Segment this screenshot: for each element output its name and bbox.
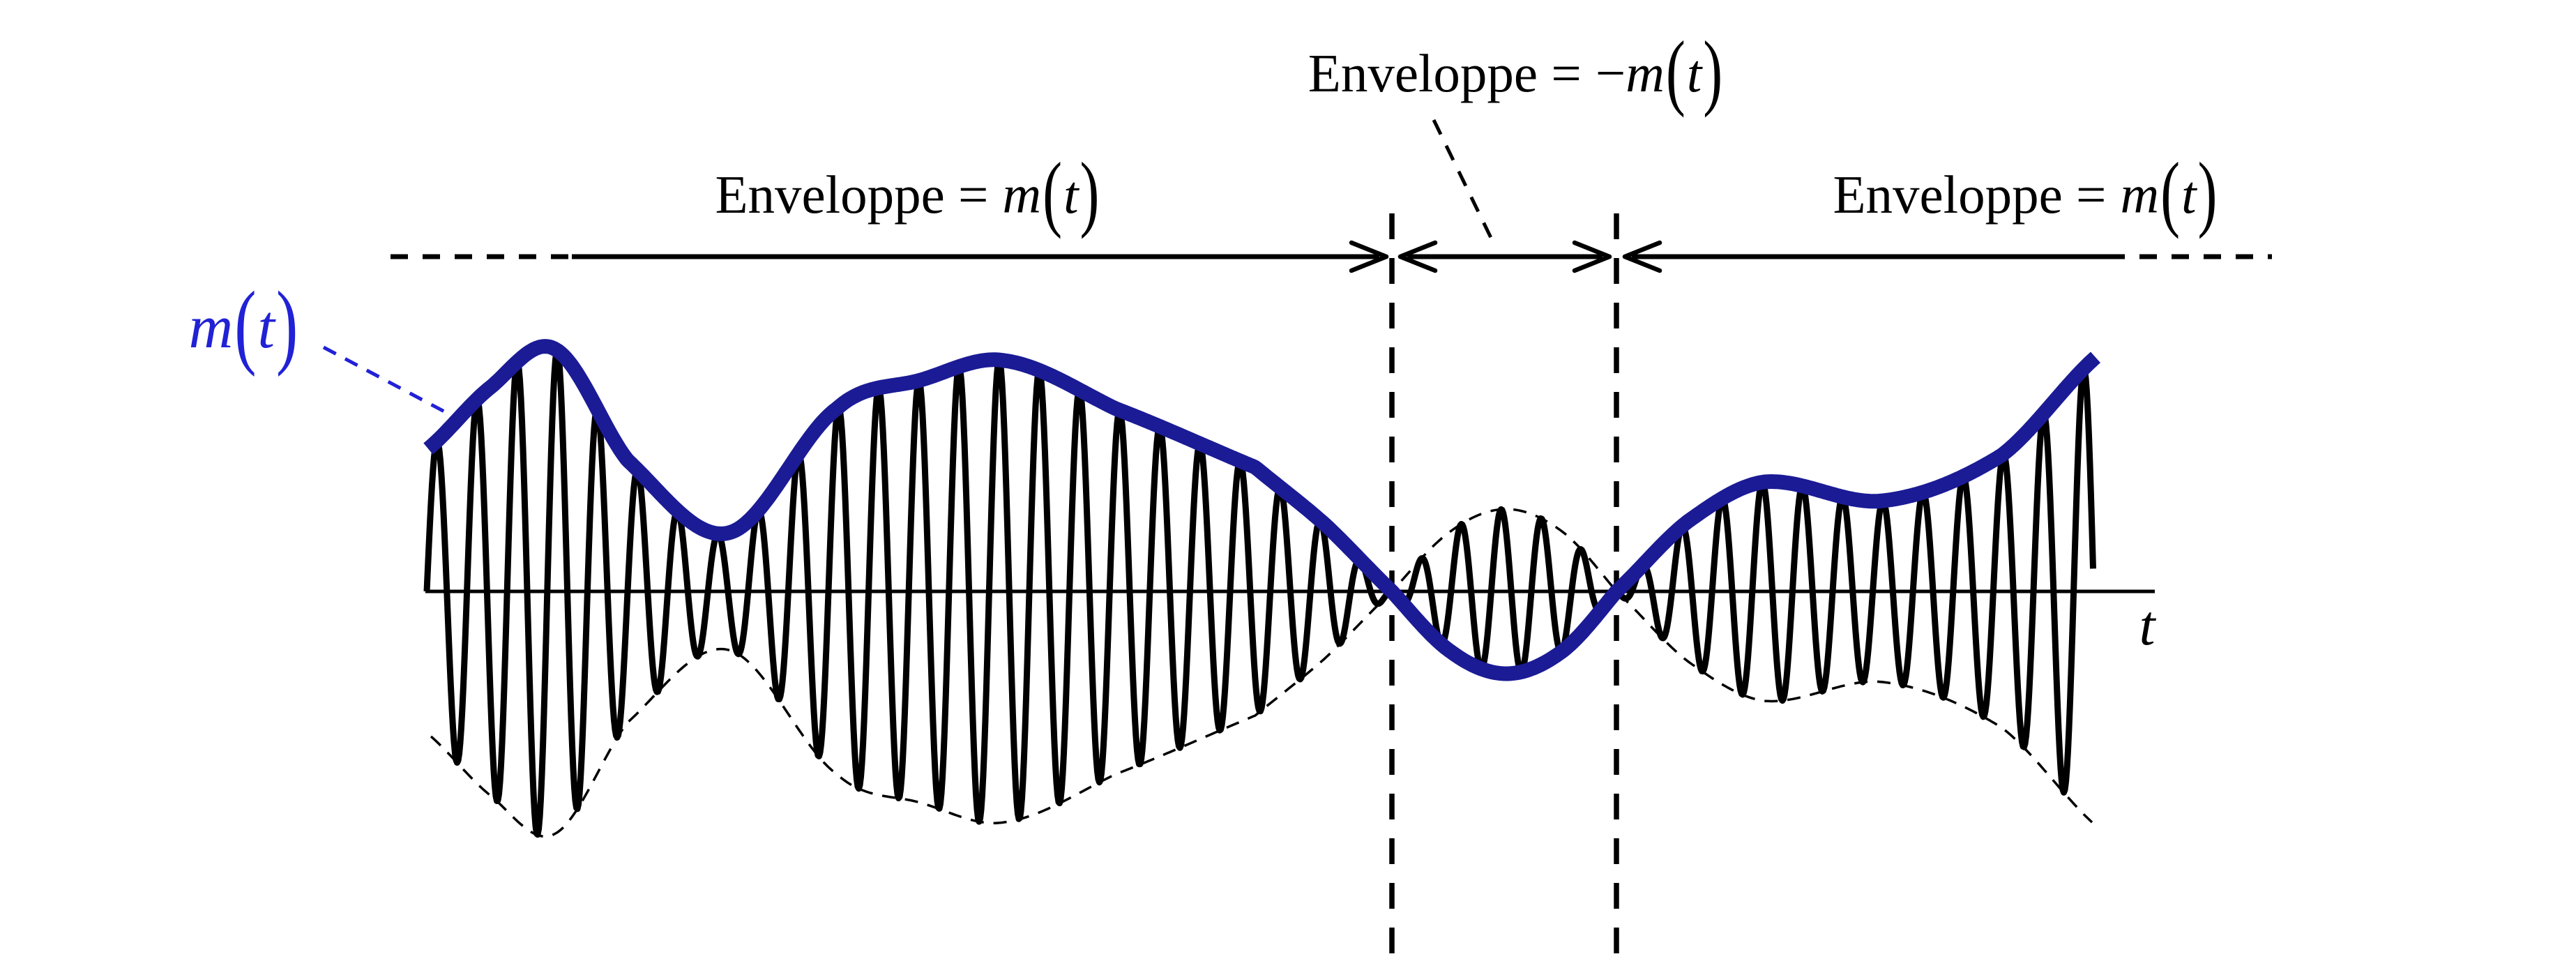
- right-envelope-func: m: [2120, 164, 2160, 225]
- middle-extent-arrow: [1397, 240, 1612, 273]
- envelope-curve: [423, 339, 2101, 681]
- left-paren: (: [1665, 24, 1685, 119]
- right-paren: ): [1079, 145, 1100, 240]
- right-envelope-arg: t: [2181, 164, 2197, 225]
- left-envelope-arg: t: [1063, 164, 1079, 225]
- left-arrowhead-icon: [1622, 240, 1662, 273]
- left-paren: (: [2160, 145, 2181, 240]
- signal-func: m: [188, 294, 234, 362]
- right-envelope-prefix: Enveloppe =: [1833, 164, 2107, 225]
- left-paren: (: [1043, 145, 1063, 240]
- right-paren: ): [276, 272, 298, 378]
- right-paren: ): [1703, 24, 1723, 119]
- left-envelope-func: m: [1002, 164, 1042, 225]
- left-extent-arrow: [391, 240, 1389, 273]
- right-paren: ): [2197, 145, 2218, 240]
- left-envelope-label: Enveloppe =m(t): [715, 146, 1101, 240]
- right-arrowhead-icon: [1572, 240, 1612, 273]
- signal-arg: t: [257, 294, 275, 362]
- mirror-envelope-curve: [430, 508, 2093, 838]
- carrier-curve: [423, 347, 2096, 838]
- right-arrowhead-icon: [1349, 240, 1389, 273]
- middle-envelope-arg: t: [1686, 43, 1702, 103]
- left-arrowhead-icon: [1397, 240, 1438, 273]
- middle-label-leader-line: [1432, 119, 1494, 242]
- time-axis-label: t: [2139, 593, 2155, 657]
- middle-envelope-sign: −: [1595, 43, 1626, 103]
- left-envelope-prefix: Enveloppe =: [715, 164, 989, 225]
- middle-envelope-label: Enveloppe =−m(t): [1308, 24, 1724, 119]
- middle-envelope-prefix: Enveloppe =: [1308, 43, 1582, 103]
- right-extent-arrow: [1622, 240, 2272, 273]
- left-paren: (: [234, 272, 257, 378]
- signal-label: m(t): [188, 273, 300, 378]
- right-envelope-label: Enveloppe =m(t): [1833, 146, 2219, 240]
- signal-label-leader-line: [322, 345, 456, 419]
- middle-envelope-func: m: [1626, 43, 1665, 103]
